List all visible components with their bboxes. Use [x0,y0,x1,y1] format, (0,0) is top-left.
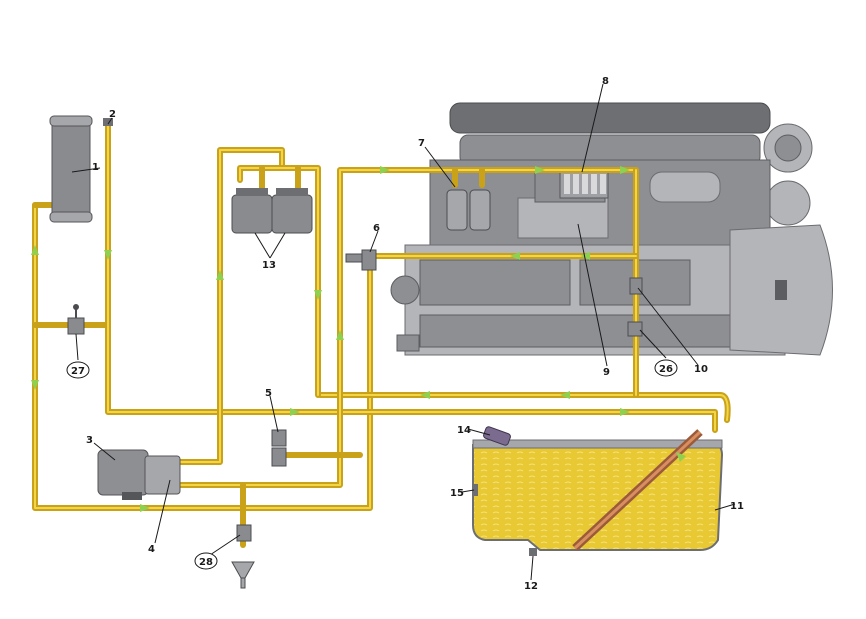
label-27-circle: 27 [66,361,90,379]
callout-labels: 1 2 3 4 5 6 7 8 9 10 11 12 13 14 15 26 2… [66,76,744,592]
flow-arrows [31,166,686,512]
label-5: 5 [265,388,272,399]
label-8: 8 [602,76,609,87]
tee-6 [345,249,377,271]
engine-filters-7 [446,189,491,231]
label-12: 12 [524,581,538,592]
label-2: 2 [109,109,116,120]
label-28: 28 [199,557,213,568]
label-10: 10 [694,364,708,375]
valve-26 [627,321,643,337]
fine-filters-13 [231,188,313,234]
label-27: 27 [71,366,85,377]
drain-plug [529,548,537,556]
priming-pump [97,449,181,500]
fuel-tank [472,426,724,556]
valve-27 [67,304,85,335]
drain-valve-28 [231,524,255,589]
label-9: 9 [603,367,610,378]
label-13: 13 [262,260,276,271]
hp-fuel-pump [517,197,609,239]
label-11: 11 [730,501,744,512]
label-4: 4 [148,544,155,555]
label-26-circle: 26 [654,359,678,377]
leader-lines [71,83,736,581]
label-14: 14 [457,425,471,436]
level-gauge [472,484,478,496]
filler-cap [483,426,511,446]
intake-manifold [449,102,771,134]
funnel [231,561,255,579]
label-7: 7 [418,138,425,149]
label-26: 26 [659,364,673,375]
valve-5 [271,429,287,467]
diesel-engine [390,102,833,356]
label-15: 15 [450,488,464,499]
label-3: 3 [86,435,93,446]
label-28-circle: 28 [194,552,218,570]
vent-valve [103,118,113,126]
coarse-fuel-filter [49,115,93,223]
label-1: 1 [92,162,99,173]
injector-bank [559,169,609,199]
label-6: 6 [373,223,380,234]
